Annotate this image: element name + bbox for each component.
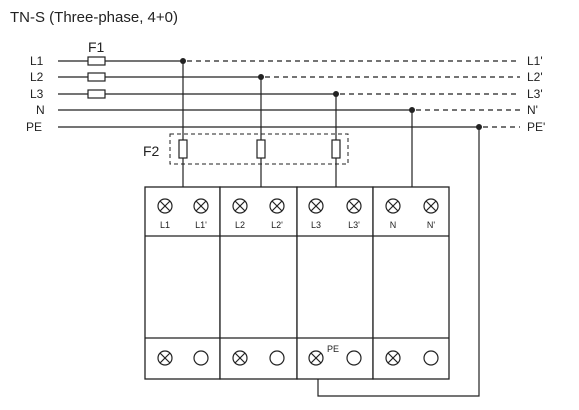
fuse-f2-group <box>169 133 349 165</box>
terminal-screw-icon <box>385 198 401 214</box>
fuse-f1-label: F1 <box>88 39 105 55</box>
diagram-title: TN-S (Three-phase, 4+0) <box>10 9 178 26</box>
terminal-empty-icon <box>346 350 362 366</box>
terminal-screw-icon <box>385 350 401 366</box>
terminal-empty-icon <box>423 350 439 366</box>
drop-l3 <box>331 94 341 188</box>
line-label-l3-out: L3' <box>527 87 543 101</box>
terminal-label: L2 <box>235 220 245 230</box>
fuse-f2-label: F2 <box>143 143 160 159</box>
terminal-screw-icon <box>423 198 439 214</box>
spd-module-1 <box>144 186 221 380</box>
line-label-n: N <box>36 103 45 117</box>
terminal-screw-icon <box>157 198 173 214</box>
drop-l1 <box>178 61 188 188</box>
terminal-empty-icon <box>193 350 209 366</box>
line-label-l1-out: L1' <box>527 54 543 68</box>
terminal-screw-icon <box>308 198 324 214</box>
line-l1 <box>58 56 520 66</box>
line-l3 <box>58 89 520 99</box>
line-l2 <box>58 72 520 82</box>
terminal-empty-icon <box>269 350 285 366</box>
terminal-label: N <box>390 220 397 230</box>
line-label-pe: PE <box>26 120 42 134</box>
spd-module-4 <box>372 186 450 380</box>
terminal-label: N' <box>427 220 435 230</box>
terminal-screw-icon <box>308 350 324 366</box>
terminal-label: L1 <box>160 220 170 230</box>
terminal-label: L2' <box>271 220 283 230</box>
terminal-label: L1' <box>195 220 207 230</box>
line-label-l1: L1 <box>30 54 44 68</box>
terminal-screw-icon <box>269 198 285 214</box>
spd-module-3 <box>296 186 374 380</box>
terminal-screw-icon <box>346 198 362 214</box>
terminal-screw-icon <box>157 350 173 366</box>
line-label-pe-out: PE' <box>527 120 545 134</box>
line-label-l3: L3 <box>30 87 44 101</box>
terminal-screw-icon <box>232 198 248 214</box>
terminal-screw-icon <box>193 198 209 214</box>
line-label-l2-out: L2' <box>527 70 543 84</box>
pe-terminal-label: PE <box>327 344 339 354</box>
line-label-l2: L2 <box>30 70 44 84</box>
terminal-screw-icon <box>232 350 248 366</box>
terminal-label: L3' <box>348 220 360 230</box>
line-label-n-out: N' <box>527 103 538 117</box>
spd-module-2 <box>219 186 298 380</box>
terminal-label: L3 <box>311 220 321 230</box>
drop-l2 <box>256 77 266 188</box>
